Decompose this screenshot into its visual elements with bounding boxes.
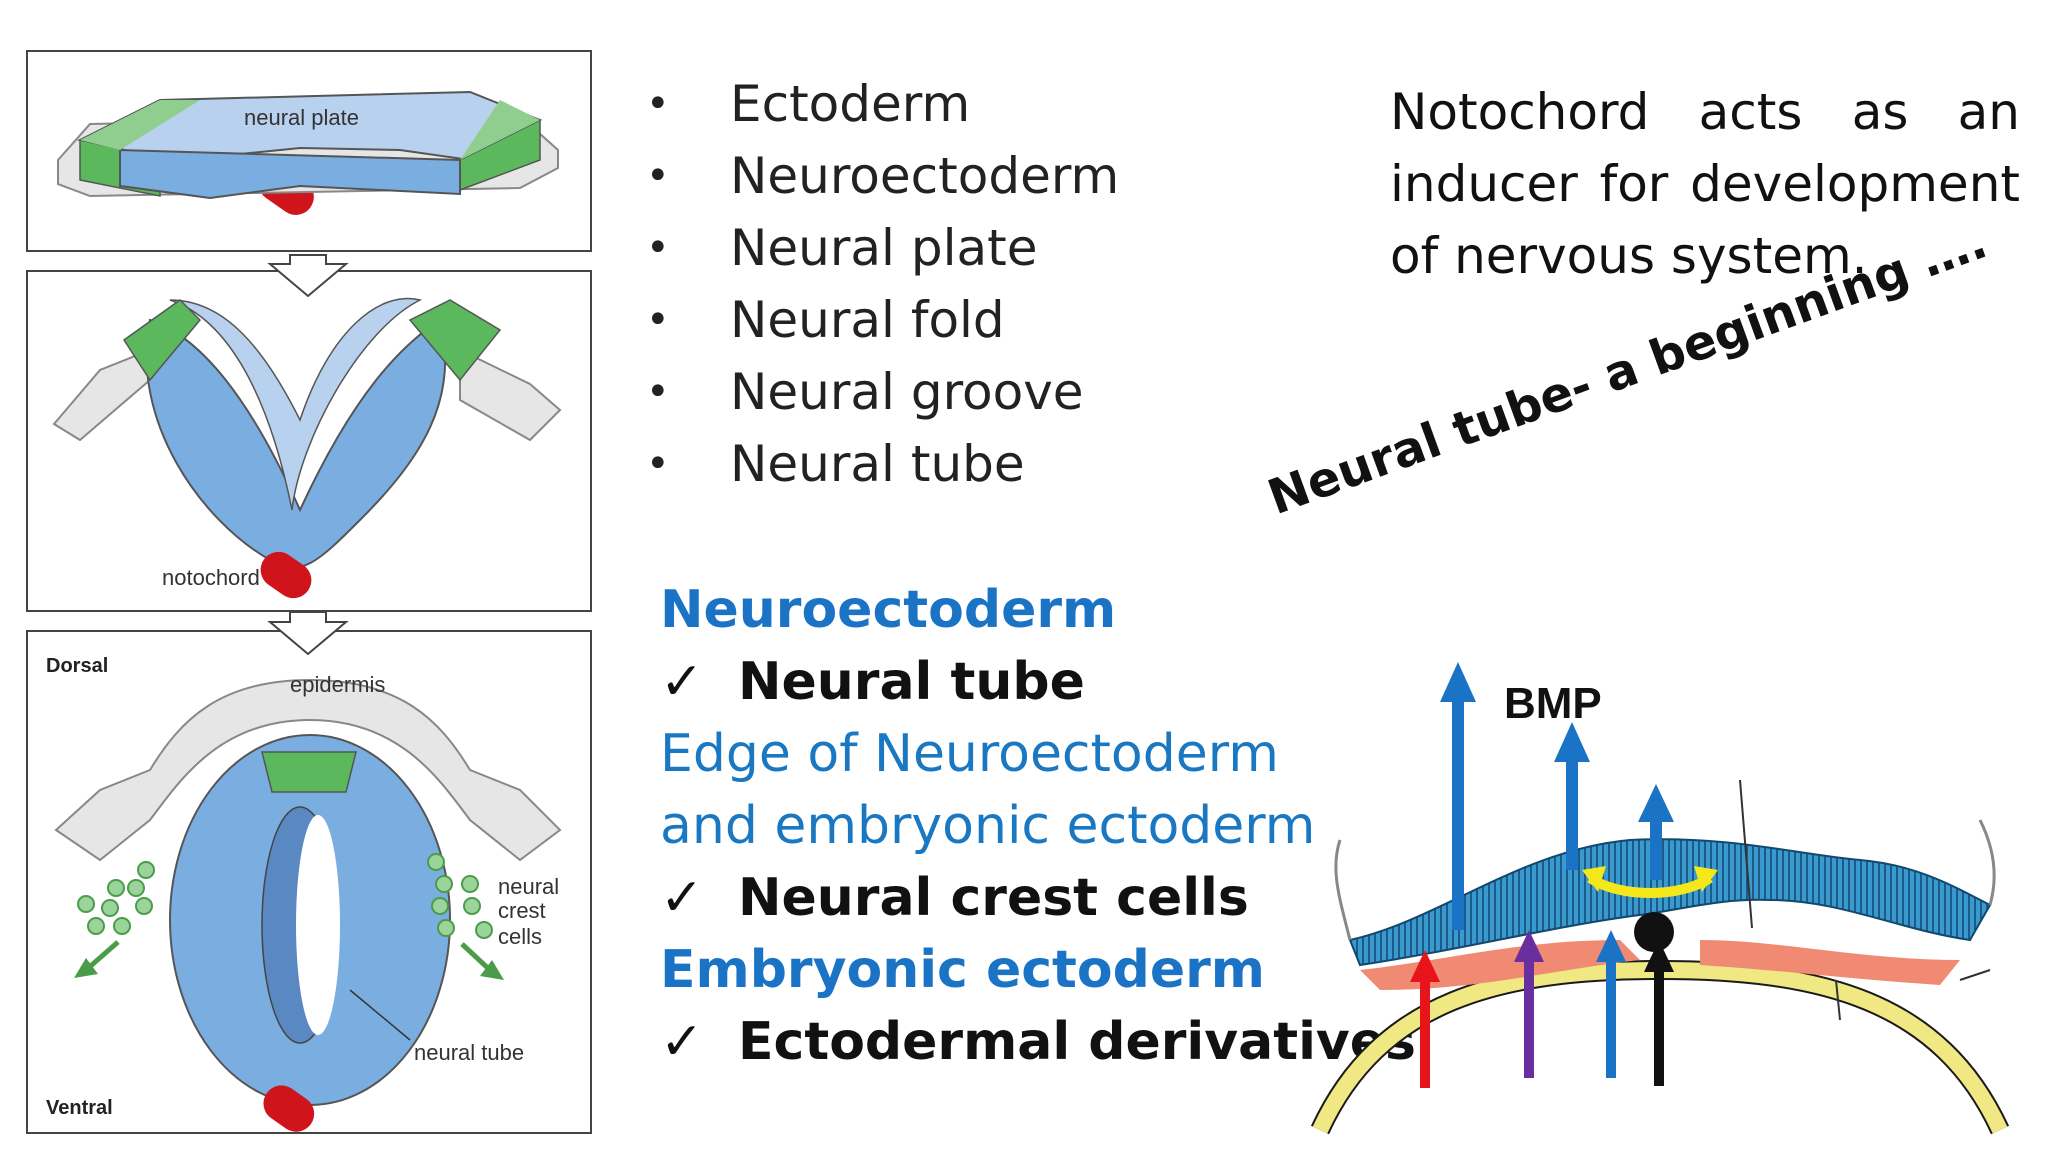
bmp-arrows (1440, 662, 1674, 930)
inducer-arrows (1410, 930, 1674, 1088)
derivative-neural-crest: ✓Neural crest cells (660, 868, 1249, 928)
heading-embryonic-ectoderm: Embryonic ectoderm (660, 940, 1265, 1000)
list-item: •Ectoderm (646, 75, 971, 133)
epidermis-label: epidermis (290, 672, 385, 697)
stage-bullet-list: •Ectoderm •Neuroectoderm •Neural plate •… (640, 68, 1119, 500)
neural-groove-stage (52, 297, 562, 599)
list-item: •Neuroectoderm (646, 147, 1120, 205)
neural-plate-label: neural plate (244, 105, 359, 130)
neurulation-illustration: notochord neural plate Dorsal epidermis … (46, 90, 562, 1132)
derivative-ectodermal: ✓Ectodermal derivatives (660, 1012, 1417, 1072)
stage-arrow-1 (267, 254, 349, 298)
dorsal-label: Dorsal (46, 655, 108, 677)
notochord-note: Notochord acts as an inducer for develop… (1390, 83, 2020, 285)
heading-edge-line2: and embryonic ectoderm (660, 796, 1316, 856)
list-item: •Neural fold (646, 291, 1005, 349)
bmp-label: BMP (1504, 679, 1602, 728)
list-item: •Neural plate (646, 219, 1038, 277)
derivative-neural-tube: ✓Neural tube (660, 652, 1085, 712)
neural-tube-stage (54, 678, 562, 1132)
neural-crest-label-3: cells (498, 924, 542, 949)
notochord-label: notochord (162, 565, 260, 590)
list-item: •Neural groove (646, 363, 1084, 421)
heading-neuroectoderm: Neuroectoderm (660, 580, 1117, 640)
stage-arrow-2 (267, 611, 349, 656)
heading-edge-line1: Edge of Neuroectoderm (660, 724, 1279, 784)
neural-crest-label-2: crest (498, 898, 546, 923)
neural-plate-stage (57, 90, 559, 215)
ventral-label: Ventral (46, 1097, 113, 1119)
list-item: •Neural tube (646, 435, 1025, 493)
neural-crest-label-1: neural (498, 874, 559, 899)
neural-tube-label: neural tube (414, 1040, 524, 1065)
bmp-signaling-diagram: BMP (1310, 662, 2010, 1135)
